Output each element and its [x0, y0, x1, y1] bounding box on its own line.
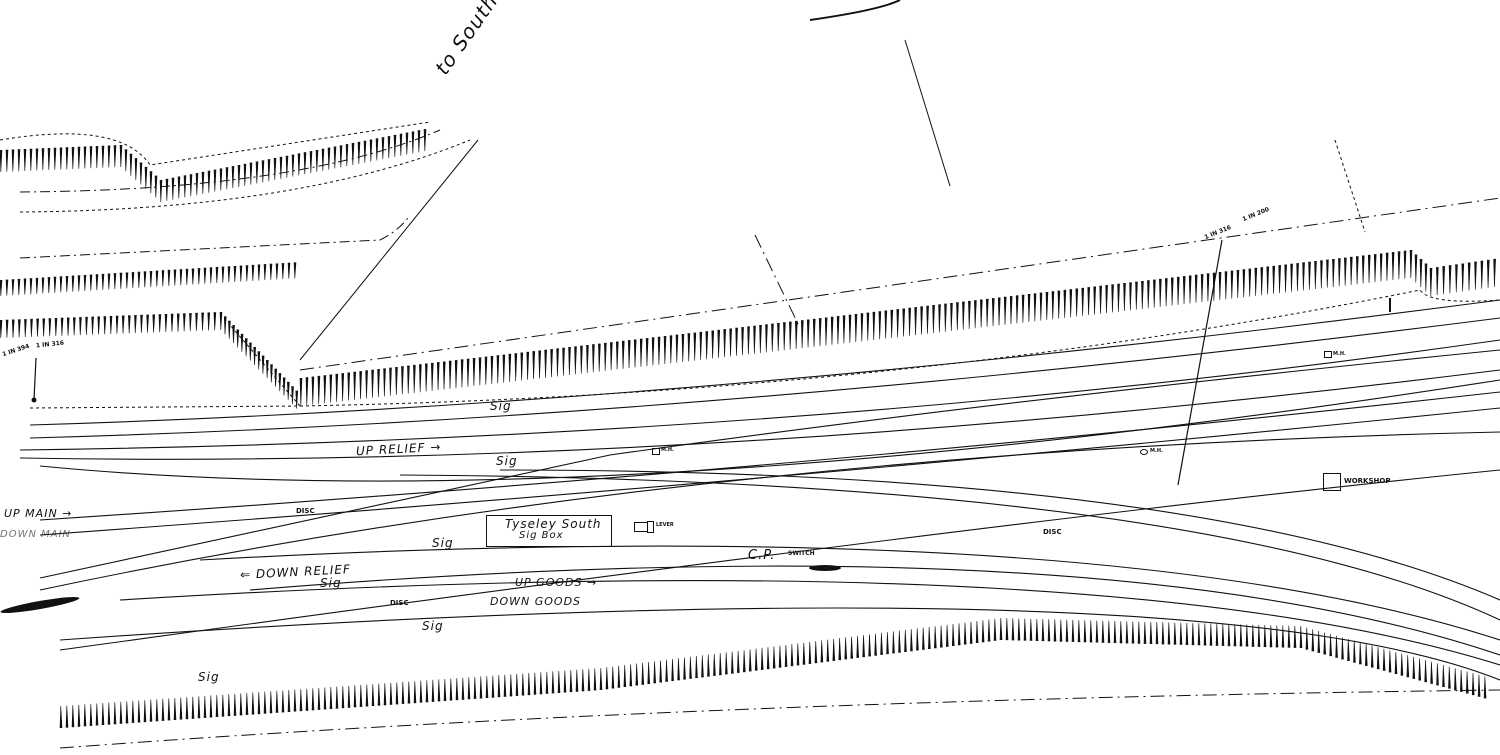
- railway-track: [399, 474, 1500, 621]
- label-disc-signal: DISC: [296, 507, 315, 515]
- railway-track: [39, 407, 1500, 536]
- boundary-line: [29, 324, 302, 409]
- boundary-line: [299, 197, 1500, 371]
- label-mh: M.H.: [661, 447, 674, 453]
- railway-track: [199, 545, 1500, 641]
- label-cp: C.P.: [748, 548, 776, 563]
- cutting-hatching: [299, 249, 1496, 407]
- railway-track: [29, 299, 1500, 426]
- signal-box-label: Sig Box: [519, 530, 564, 541]
- railway-track: [59, 607, 1500, 681]
- railway-track: [19, 369, 1500, 460]
- manhole-icon: [1140, 449, 1148, 455]
- railway-track: [39, 391, 1500, 521]
- lever-frame-icon: [634, 522, 648, 532]
- label-down-goods: DOWN GOODS: [490, 595, 582, 608]
- label-signal: Sig: [496, 454, 518, 468]
- gradient-post-marker: [31, 397, 37, 403]
- road-line: [904, 39, 951, 187]
- boundary-line: [59, 689, 1500, 749]
- boundary-line: [1334, 139, 1366, 233]
- boundary-line: [19, 129, 441, 193]
- boundary-line: [0, 121, 431, 166]
- pointer-line: [299, 139, 479, 361]
- boundary-line: [19, 214, 411, 259]
- railway-track: [39, 431, 1500, 591]
- tyseley-south-signal-box: Tyseley South Sig Box: [486, 515, 612, 547]
- embankment-hatching: [0, 311, 299, 409]
- lever-hut-icon: [647, 521, 654, 533]
- railway-track: [499, 469, 1500, 601]
- label-signal: Sig: [198, 670, 220, 684]
- embankment-hatching: [59, 617, 1487, 729]
- label-signal: Sig: [490, 399, 512, 413]
- railway-track: [119, 580, 1500, 666]
- manhole-icon: [1324, 351, 1332, 358]
- ink-smudge: [0, 597, 80, 613]
- boundary-line: [19, 139, 471, 213]
- label-switch: SWITCH: [788, 550, 815, 557]
- railway-track: [29, 317, 1500, 439]
- railway-track: [19, 339, 1500, 451]
- ink-smudge: [809, 565, 841, 571]
- label-mh: M.H.: [1333, 351, 1346, 357]
- railway-track: [39, 349, 1500, 579]
- label-up-goods: UP GOODS →: [515, 576, 598, 589]
- label-signal: Sig: [432, 536, 454, 550]
- gradient-post-line: [1177, 239, 1223, 486]
- manhole-icon: [652, 448, 660, 455]
- boundary-line: [754, 234, 801, 329]
- workshop-building: [1323, 473, 1341, 491]
- label-signal: Sig: [320, 576, 342, 590]
- label-disc-signal: DISC: [1043, 528, 1062, 536]
- railway-track: [249, 565, 1500, 656]
- boundary-line: [299, 289, 1500, 407]
- railway-track: [59, 469, 1500, 651]
- label-up-main: UP MAIN →: [4, 507, 73, 520]
- label-disc-signal: DISC: [390, 599, 409, 607]
- embankment-hatching: [0, 129, 427, 203]
- road-line: [809, 0, 901, 21]
- label-workshop: WORKSHOP: [1344, 477, 1391, 485]
- label-signal: Sig: [422, 619, 444, 633]
- embankment-hatching: [0, 262, 297, 297]
- gradient-post-line: [33, 357, 37, 401]
- label-lever: LEVER: [656, 522, 674, 528]
- label-mh: M.H.: [1150, 448, 1163, 454]
- signal-box-name: Tyseley South: [505, 517, 602, 531]
- label-down-main: DOWN MAIN: [0, 529, 72, 540]
